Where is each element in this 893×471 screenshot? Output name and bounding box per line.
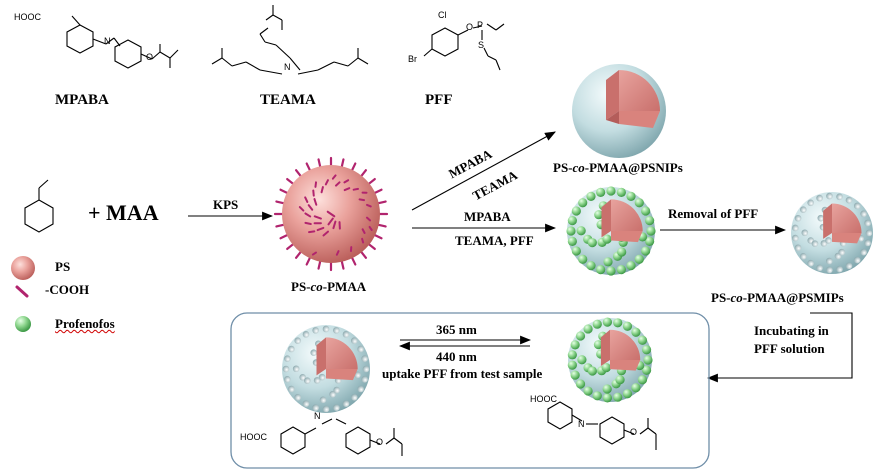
- azo-trans-hooc-atom: HOOC: [240, 432, 267, 442]
- mpaba-o-atom: O: [146, 52, 154, 62]
- legend-profenofos-label: Profenofos: [55, 316, 115, 331]
- mpaba-n-atom: N: [104, 36, 111, 46]
- psmip-leached-particle: [791, 192, 873, 274]
- pff-label: PFF: [425, 92, 453, 108]
- pff-o-atom: O: [466, 22, 474, 32]
- ps-legend-swatch: [11, 256, 35, 280]
- pff-br-atom: Br: [408, 54, 417, 64]
- ps-co-pmaa-label: PS-co-PMAA: [291, 279, 367, 294]
- psnip-particle: [572, 64, 666, 158]
- legend-cooh-label: -COOH: [45, 282, 90, 297]
- photoswitch-panel: [230, 312, 710, 469]
- mpaba-label: MPABA: [55, 92, 109, 108]
- psmip-template-particle: [566, 186, 656, 276]
- uptake-pff-label: uptake PFF from test sample: [382, 366, 543, 381]
- pff-s-atom: S: [478, 40, 485, 50]
- teama-n-atom: N: [284, 62, 291, 72]
- removal-pff-label: Removal of PFF: [668, 206, 759, 221]
- kps-label: KPS: [213, 197, 239, 212]
- psmips-label: PS-co-PMAA@PSMIPs: [711, 290, 844, 305]
- mip-arrow-bottom-label: TEAMA, PFF: [455, 233, 534, 248]
- photoswitch-empty-particle: [282, 325, 370, 413]
- azo-cis-hooc-atom: HOOC: [530, 394, 557, 404]
- mip-arrow-top-label: MPABA: [464, 209, 511, 224]
- vis-440-label: 440 nm: [436, 349, 477, 364]
- azo-cis-o-atom: O: [630, 427, 638, 437]
- pff-cl-atom: Cl: [438, 10, 447, 20]
- photoswitch-bound-particle: [567, 317, 653, 403]
- mpaba-hooc-atom: HOOC: [14, 12, 41, 22]
- uv-365-label: 365 nm: [436, 322, 477, 337]
- incubating-label-line2: PFF solution: [754, 341, 825, 356]
- profenofos-legend-swatch: [15, 316, 31, 332]
- ps-co-pmaa-particle: [273, 156, 389, 272]
- azo-trans-n-atom: N: [314, 411, 321, 421]
- teama-structure: [211, 5, 369, 75]
- teama-label: TEAMA: [260, 92, 316, 108]
- plus-maa-label: + MAA: [88, 200, 159, 225]
- azo-cis-n-atom: N: [578, 419, 585, 429]
- legend-ps-label: PS: [55, 259, 71, 274]
- pff-p-atom: P: [477, 20, 484, 30]
- azo-trans-o-atom: O: [376, 437, 384, 447]
- pff-structure: [423, 23, 505, 71]
- azo-cis-structure: [547, 401, 657, 450]
- incubating-label-line1: Incubating in: [754, 323, 829, 338]
- mpaba-structure: [66, 15, 179, 69]
- azo-trans-structure: [280, 418, 403, 456]
- cooh-legend-swatch: [15, 285, 29, 298]
- styrene-structure: [24, 179, 54, 233]
- psnips-label: PS-co-PMAA@PSNIPs: [553, 160, 683, 175]
- reaction-arrows: [188, 131, 853, 383]
